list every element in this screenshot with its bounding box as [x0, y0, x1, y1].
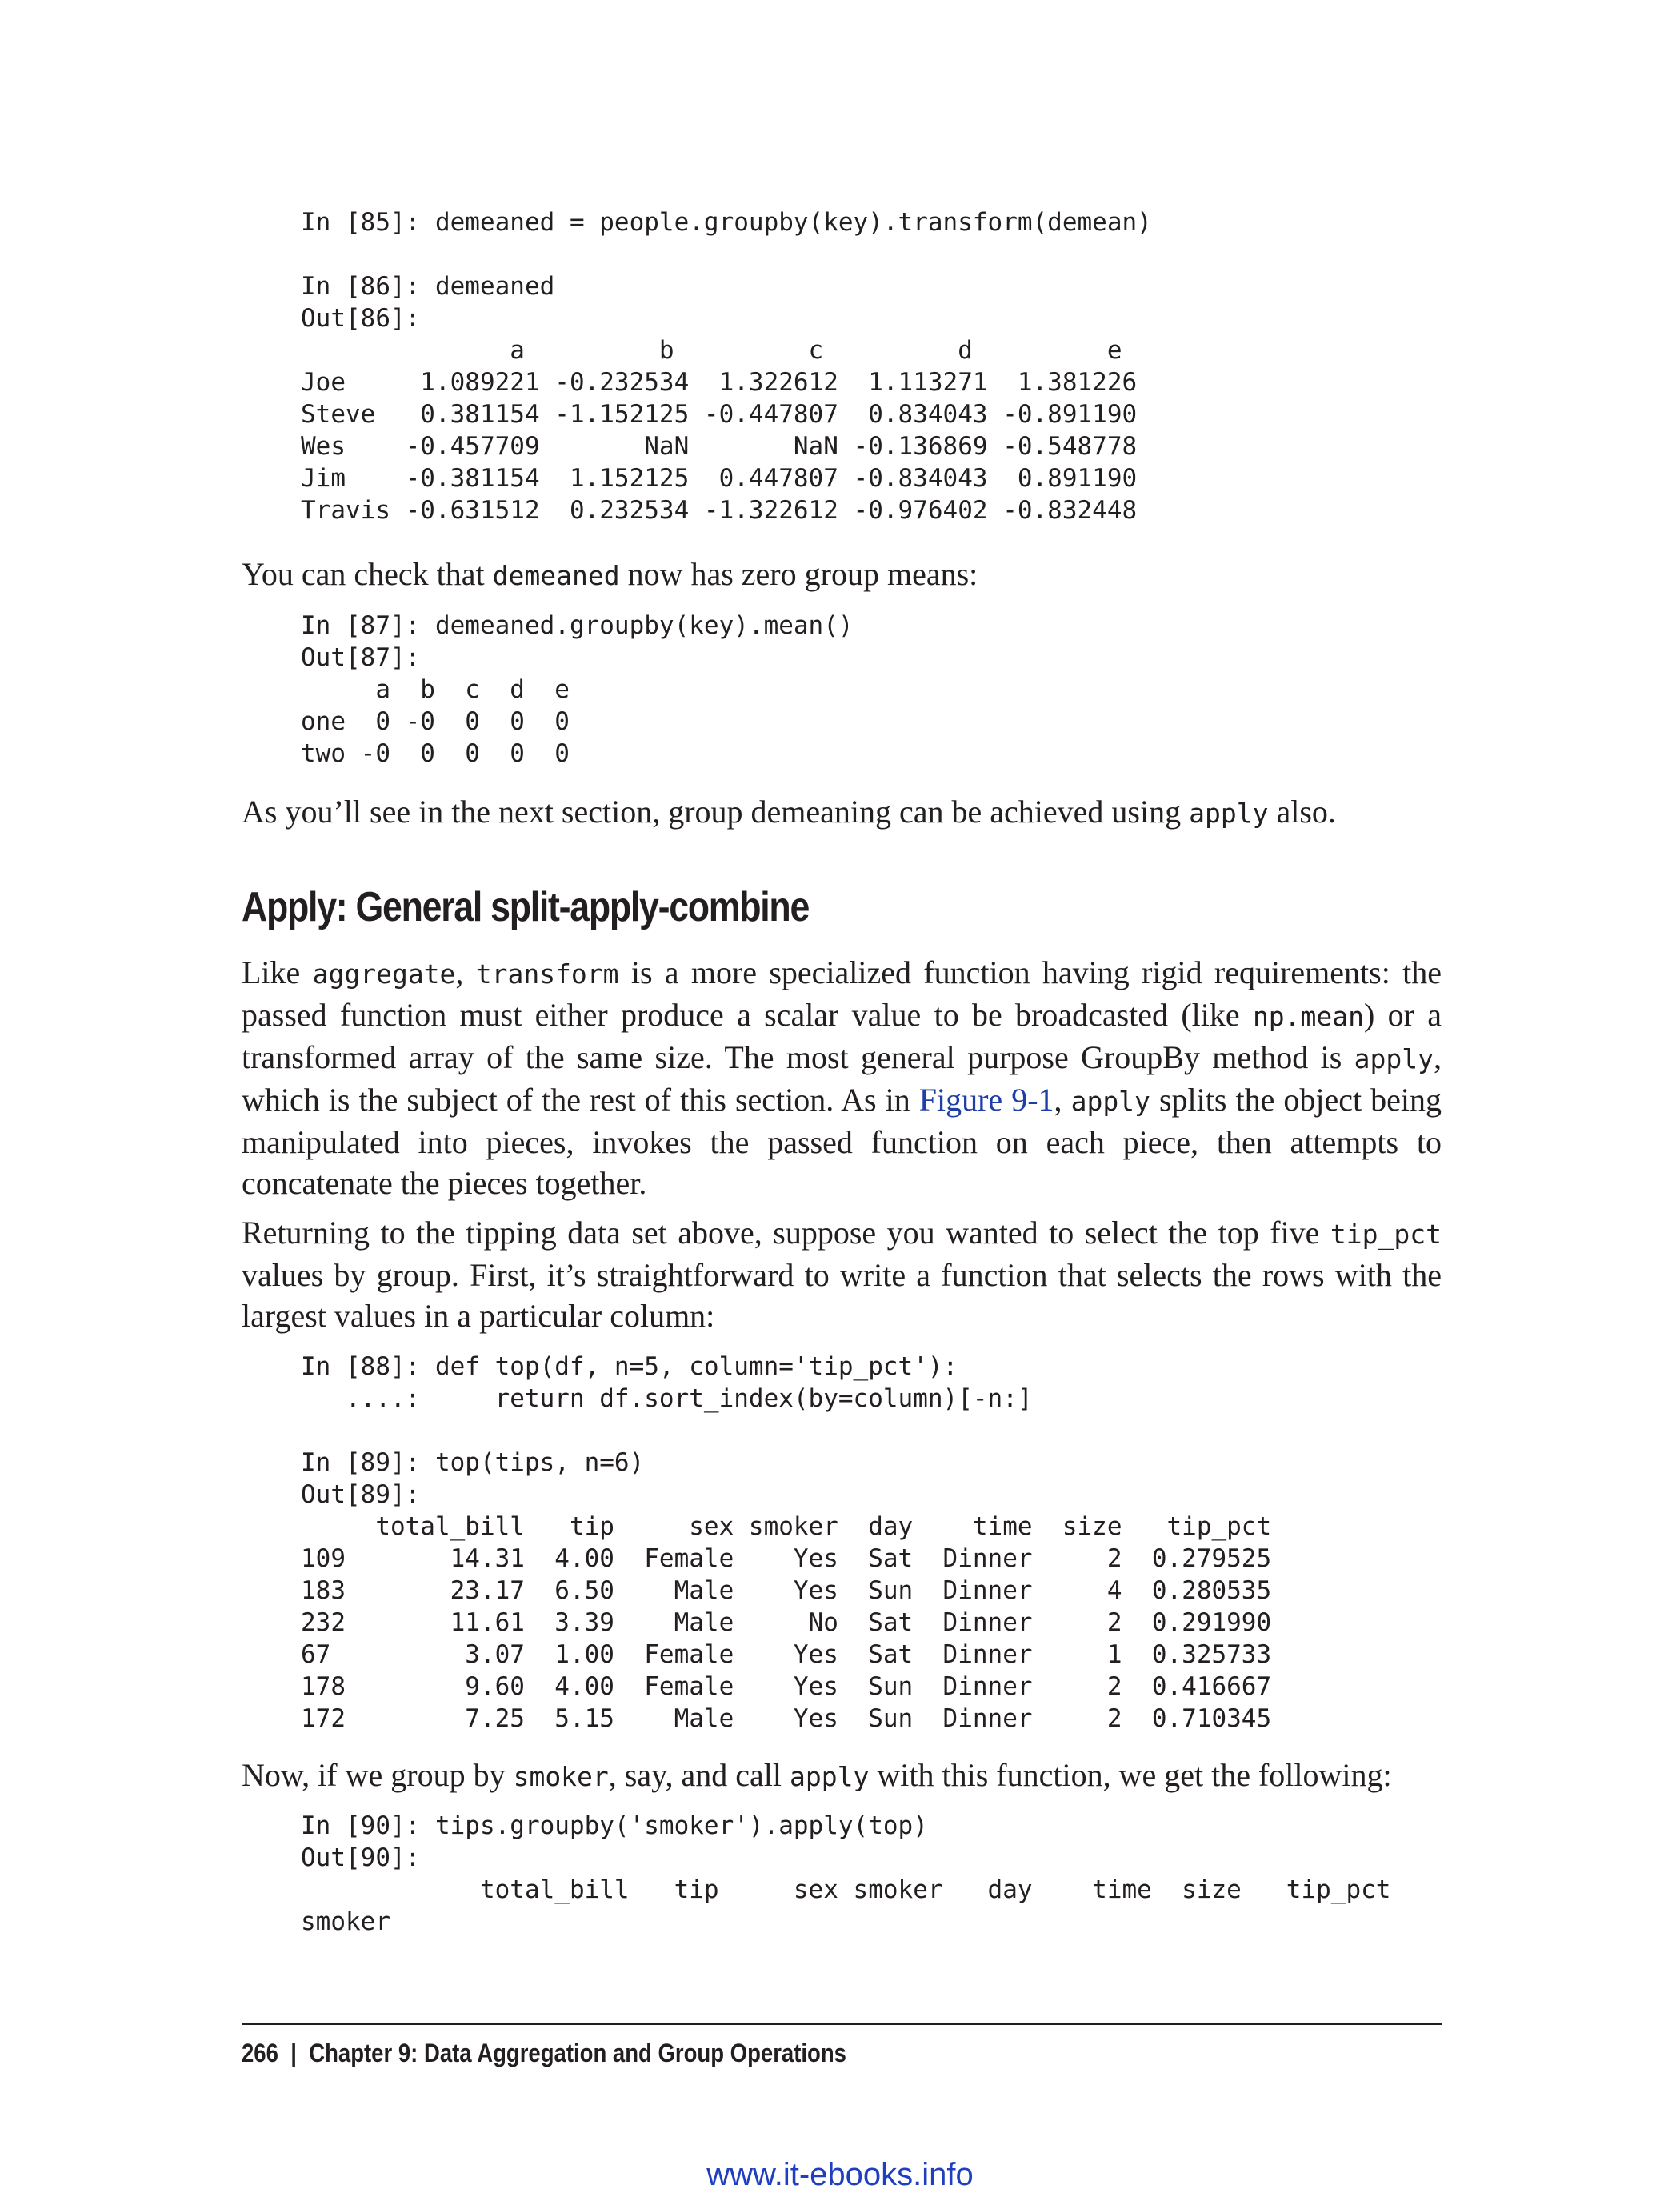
- text-run: Like: [242, 954, 313, 990]
- text-run: ) or a transformed array of the same siz…: [242, 997, 1442, 1075]
- section-heading: Apply: General split-apply-combine: [242, 884, 810, 930]
- paragraph-apply-description: Like aggregate, transform is a more spec…: [242, 952, 1442, 1203]
- paragraph-tipping-data: Returning to the tipping data set above,…: [242, 1212, 1442, 1336]
- text-run: Now, if we group by: [242, 1757, 514, 1793]
- inline-code: tip_pct: [1330, 1219, 1442, 1250]
- inline-code: apply: [1070, 1086, 1150, 1117]
- figure-link[interactable]: Figure 9-1: [918, 1082, 1054, 1118]
- inline-code: smoker: [513, 1761, 609, 1792]
- text-run: Returning to the tipping data set above,…: [242, 1215, 1330, 1251]
- text-run: is a more specialized function having ri…: [242, 954, 1442, 1033]
- inline-code: apply: [790, 1761, 870, 1792]
- text-run: , which is the subject of the rest of th…: [242, 1039, 1442, 1118]
- footer-rule: [242, 2023, 1442, 2025]
- text-run: with this function, we get the following…: [869, 1757, 1392, 1793]
- code-block-transform-demean: In [85]: demeaned = people.groupby(key).…: [301, 208, 1152, 525]
- text-run: , say, and call: [608, 1757, 790, 1793]
- text-run: You can check that: [242, 556, 493, 592]
- inline-code: np.mean: [1252, 1001, 1365, 1032]
- inline-code: apply: [1354, 1043, 1434, 1074]
- paragraph-group-by-smoker: Now, if we group by smoker, say, and cal…: [242, 1755, 1442, 1797]
- code-block-top-function: In [88]: def top(df, n=5, column='tip_pc…: [301, 1352, 1272, 1733]
- inline-code: demeaned: [492, 560, 620, 591]
- text-run: values by group. First, it’s straightfor…: [242, 1257, 1442, 1334]
- page-footer: 266 | Chapter 9: Data Aggregation and Gr…: [242, 2039, 846, 2067]
- text-run: also.: [1268, 794, 1336, 830]
- code-block-groupby-mean: In [87]: demeaned.groupby(key).mean() Ou…: [301, 611, 854, 768]
- paragraph-next-section-apply: As you’ll see in the next section, group…: [242, 791, 1442, 834]
- text-run: ,: [455, 954, 476, 990]
- inline-code: apply: [1189, 798, 1269, 829]
- inline-code: transform: [475, 958, 619, 990]
- code-block-groupby-apply: In [90]: tips.groupby('smoker').apply(to…: [301, 1811, 1391, 1936]
- text-run: now has zero group means:: [619, 556, 978, 592]
- paragraph-check-zero-means: You can check that demeaned now has zero…: [242, 554, 1442, 596]
- text-run: splits the object being manipulated into…: [242, 1082, 1442, 1201]
- inline-code: aggregate: [312, 958, 456, 990]
- text-run: ,: [1054, 1082, 1071, 1118]
- watermark-link[interactable]: www.it-ebooks.info: [706, 2157, 974, 2192]
- text-run: As you’ll see in the next section, group…: [242, 794, 1190, 830]
